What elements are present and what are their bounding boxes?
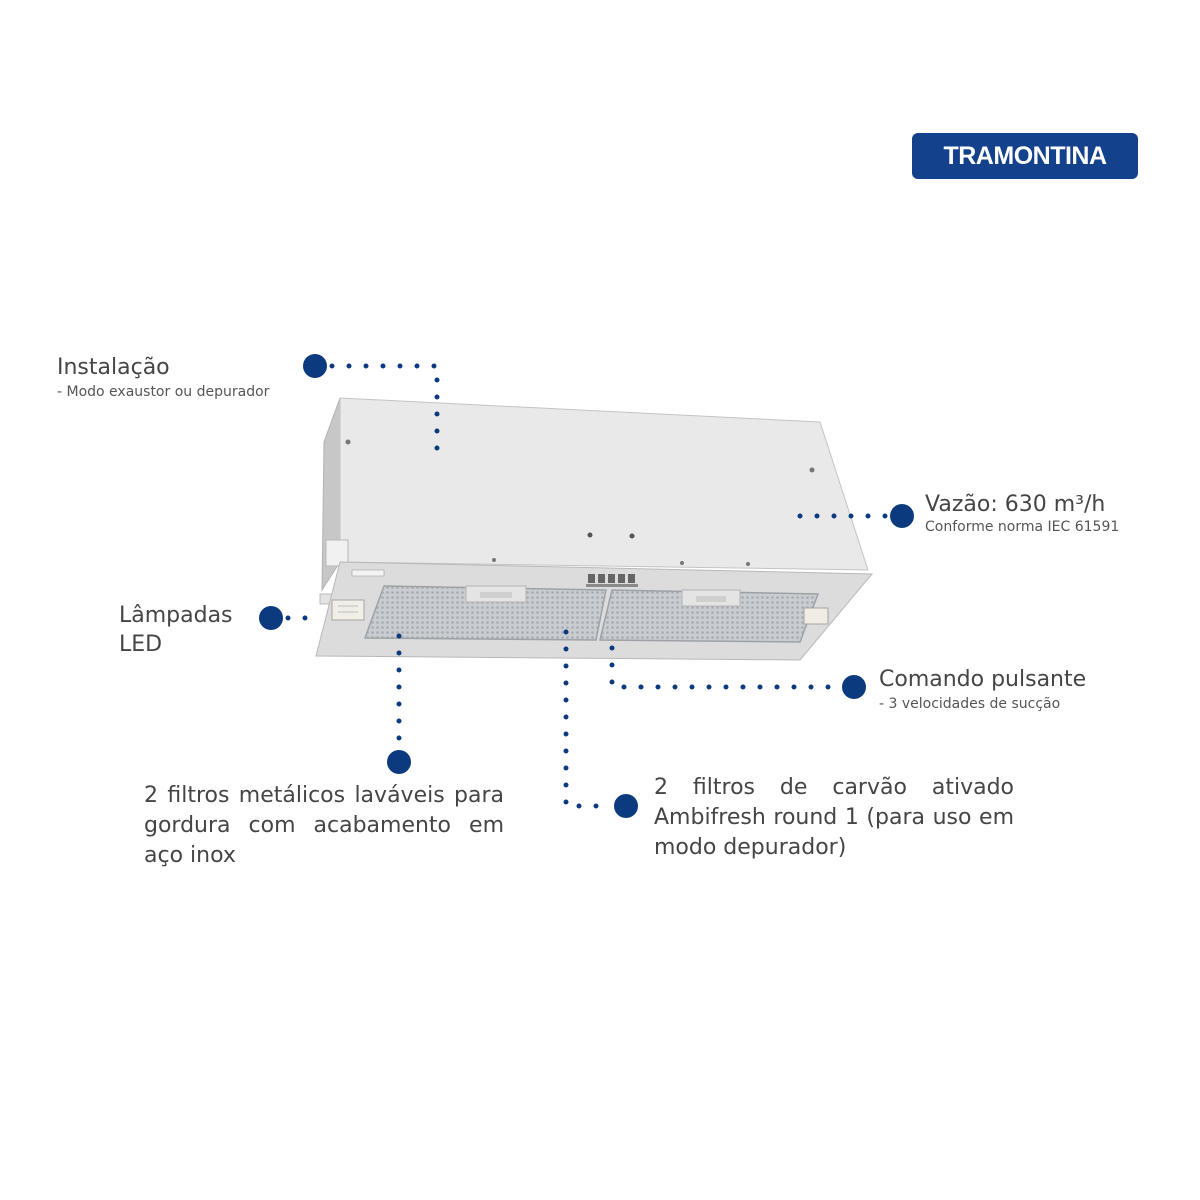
dot-instalacao bbox=[303, 354, 327, 378]
dot-filtros-metalicos bbox=[387, 750, 411, 774]
control-buttons bbox=[586, 574, 638, 587]
vazao-subtitle: Conforme norma IEC 61591 bbox=[925, 519, 1120, 535]
lampadas-line1: Lâmpadas bbox=[119, 603, 233, 628]
connector-filtros-carvao bbox=[563, 629, 611, 809]
grease-filter-right bbox=[599, 589, 820, 643]
dot-vazao bbox=[890, 504, 914, 528]
connector-instalacao bbox=[329, 363, 440, 463]
lampadas-line2: LED bbox=[119, 632, 163, 657]
comando-subtitle: - 3 velocidades de sucção bbox=[879, 696, 1061, 712]
dot-filtros-carvao bbox=[614, 794, 638, 818]
grease-filter-left bbox=[363, 585, 607, 641]
filtros-metalicos-text: 2 filtros metálicos laváveis para gordur… bbox=[144, 783, 504, 868]
dot-comando bbox=[842, 675, 866, 699]
hood-top-panel bbox=[339, 397, 869, 571]
dot-lampadas bbox=[259, 606, 283, 630]
filtros-carvao-text: 2 filtros de carvão ativado Ambifresh ro… bbox=[654, 775, 1014, 860]
instalacao-subtitle: - Modo exaustor ou depurador bbox=[57, 384, 270, 400]
vazao-title: Vazão: 630 m³/h bbox=[925, 492, 1106, 517]
led-lamp-left bbox=[331, 599, 365, 621]
brand-logo: TRAMONTINA bbox=[912, 133, 1138, 179]
brand-logo-text: TRAMONTINA bbox=[943, 141, 1107, 170]
comando-title: Comando pulsante bbox=[879, 667, 1087, 692]
led-lamp-right bbox=[803, 607, 829, 625]
instalacao-title: Instalação bbox=[57, 355, 170, 380]
